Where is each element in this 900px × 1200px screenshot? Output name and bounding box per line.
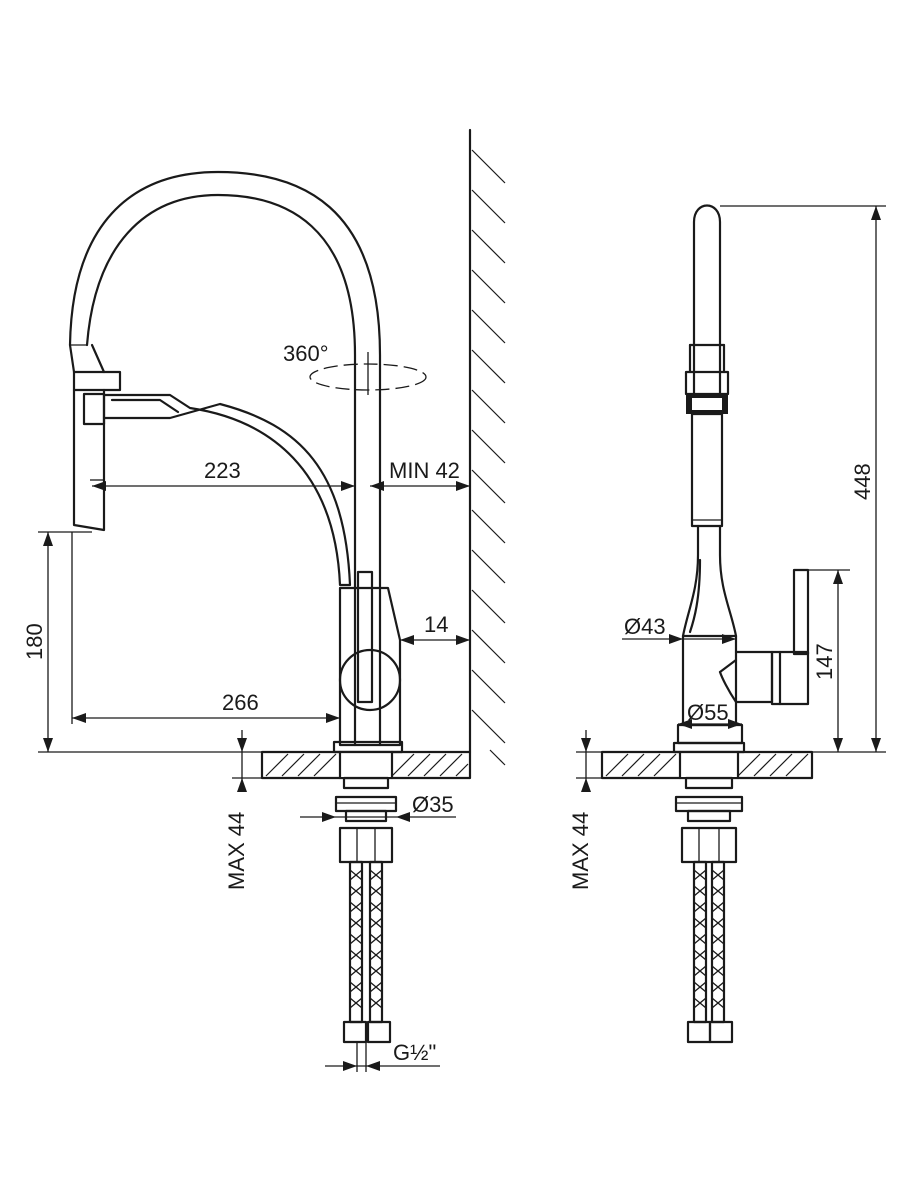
front-lever [792, 568, 810, 656]
faucet-body [338, 586, 402, 747]
wall [468, 128, 506, 766]
dim-wall-gap-label: 14 [424, 612, 448, 637]
dim-counter-max-left-label: MAX 44 [224, 812, 249, 890]
spray-head [72, 388, 106, 532]
spray-holder-arm [102, 393, 352, 587]
mounting-nut [334, 795, 398, 813]
dimensions-right: 448 147 Ø43 Ø55 MAX 44 [568, 205, 886, 890]
dim-spout-height-label: 180 [22, 623, 47, 660]
front-spout-top [692, 204, 722, 397]
dim-shank-diameter-label: Ø35 [412, 792, 454, 817]
hose-hex-fitting [338, 826, 394, 864]
spout-inner [68, 170, 382, 747]
dim-diameter-upper-label: Ø43 [624, 614, 666, 639]
base-plate [332, 740, 404, 754]
wall-hatching [471, 149, 506, 766]
braided-hoses-right [686, 860, 734, 1044]
front-hex-fitting [680, 826, 738, 864]
dim-total-height-label: 448 [850, 463, 875, 500]
front-base-ring [676, 723, 744, 745]
faucet-front-right [672, 204, 810, 1044]
dim-rotation-label: 360° [283, 341, 329, 366]
countertop-left [260, 750, 472, 780]
braided-hoses-left [342, 860, 392, 1044]
spray-head-collar [72, 370, 122, 392]
front-collar [684, 370, 730, 396]
dim-connection-thread-label: G½" [393, 1040, 436, 1065]
dim-base-reach-label: 266 [222, 690, 259, 715]
front-lever-arm [718, 650, 774, 704]
dim-diameter-base-label: Ø55 [687, 700, 729, 725]
spout-outer [85, 193, 357, 747]
front-body-taper [681, 524, 738, 638]
lever-handle [356, 570, 374, 704]
front-spray-head [690, 412, 724, 528]
dim-handle-height-label: 147 [812, 643, 837, 680]
faucet-side-left [68, 170, 427, 1044]
dim-wall-min-label: MIN 42 [389, 458, 460, 483]
countertop-right [600, 750, 814, 780]
dim-spout-reach-label: 223 [204, 458, 241, 483]
dim-counter-max-right-label: MAX 44 [568, 812, 593, 890]
dimensions-left: 360° 223 MIN 42 180 14 266 MAX [22, 341, 470, 1072]
cartridge-cap [338, 648, 402, 712]
front-mounting-nut [674, 795, 744, 813]
